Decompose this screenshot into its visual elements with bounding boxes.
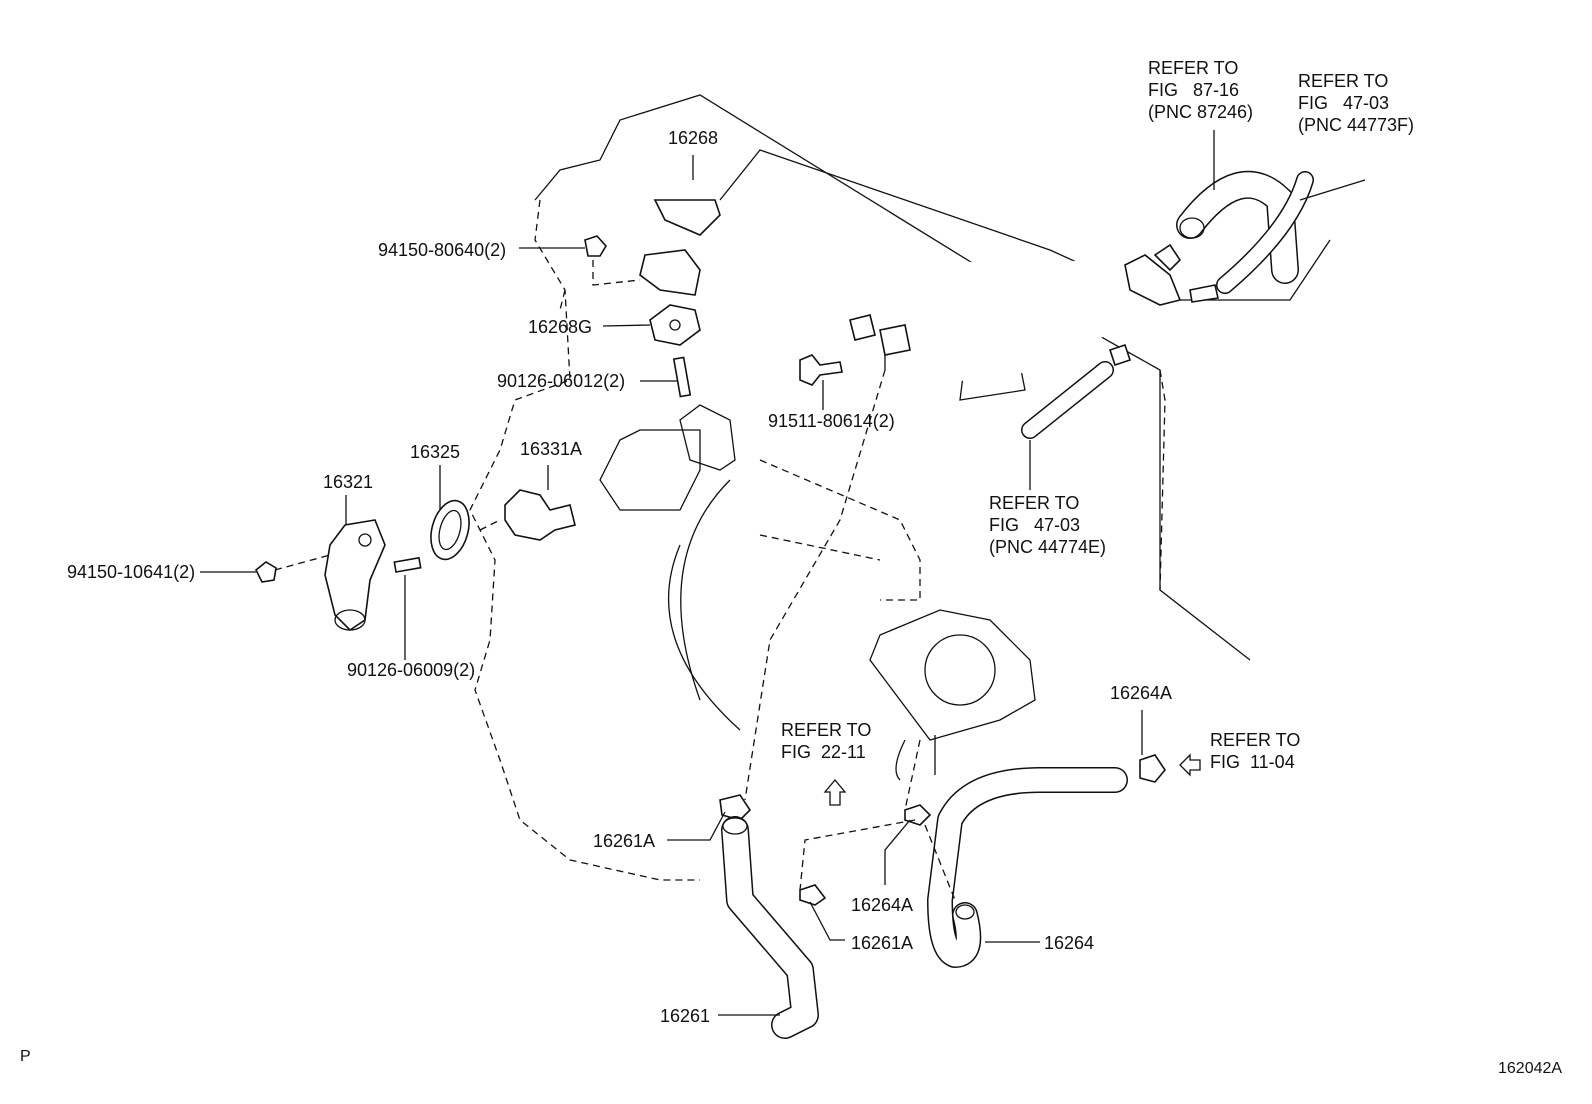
ref-fig-22-11: REFER TO FIG 22-11 (781, 719, 871, 763)
label-16325: 16325 (410, 442, 461, 462)
lower-hoses (721, 735, 1128, 1039)
label-16264: 16264 (1044, 933, 1095, 953)
ref-line: FIG 11-04 (1210, 752, 1295, 772)
ref-line: REFER TO (781, 720, 872, 740)
label-16261A-left: 16261A (593, 831, 656, 851)
ref-fig-47-03-top: REFER TO FIG 47-03 (PNC 44773F) (1298, 70, 1414, 136)
ref-line: FIG 47-03 (989, 515, 1081, 535)
ref-fig-87-16: REFER TO FIG 87-16 (PNC 87246) (1148, 57, 1253, 123)
label-94150-10641: 94150-10641(2) (67, 562, 196, 582)
ref-line: REFER TO (1210, 730, 1301, 750)
ref-line: REFER TO (989, 493, 1080, 513)
upper-hoses (1021, 170, 1314, 439)
label-16268G: 16268G (528, 317, 593, 337)
ref-line: (PNC 44774E) (989, 537, 1107, 557)
water-pipe-16268 (639, 176, 1219, 384)
label-16264A-mid: 16264A (851, 895, 914, 915)
ref-fig-11-04: REFER TO FIG 11-04 (1210, 729, 1300, 773)
ref-line: FIG 87-16 (1148, 80, 1240, 100)
label-90126-06012: 90126-06012(2) (497, 371, 626, 391)
ref-line: FIG 22-11 (781, 742, 866, 762)
figure-code: 162042A (1498, 1060, 1563, 1077)
label-94150-80640: 94150-80640(2) (378, 240, 507, 260)
ref-fig-47-03-mid: REFER TO FIG 47-03 (PNC 44774E) (989, 492, 1106, 558)
ref-line: REFER TO (1148, 58, 1239, 78)
label-16261: 16261 (660, 1006, 711, 1026)
leader-lines (200, 130, 1366, 1016)
label-16331A: 16331A (520, 439, 583, 459)
small-parts (254, 235, 1166, 906)
label-16268: 16268 (668, 128, 719, 148)
label-91511-80614: 91511-80614(2) (768, 411, 895, 431)
label-16264A-top: 16264A (1110, 683, 1173, 703)
label-16261A-bottom: 16261A (851, 933, 914, 953)
arrow-icons (823, 753, 1201, 806)
corner-mark-left: P (20, 1048, 31, 1065)
ref-line: (PNC 44773F) (1298, 115, 1415, 135)
ref-line: REFER TO (1298, 71, 1389, 91)
ref-line: (PNC 87246) (1148, 102, 1254, 122)
assembly-lines (274, 260, 956, 901)
ref-line: FIG 47-03 (1298, 93, 1390, 113)
label-16321: 16321 (323, 472, 374, 492)
label-90126-06009: 90126-06009(2) (347, 660, 476, 680)
